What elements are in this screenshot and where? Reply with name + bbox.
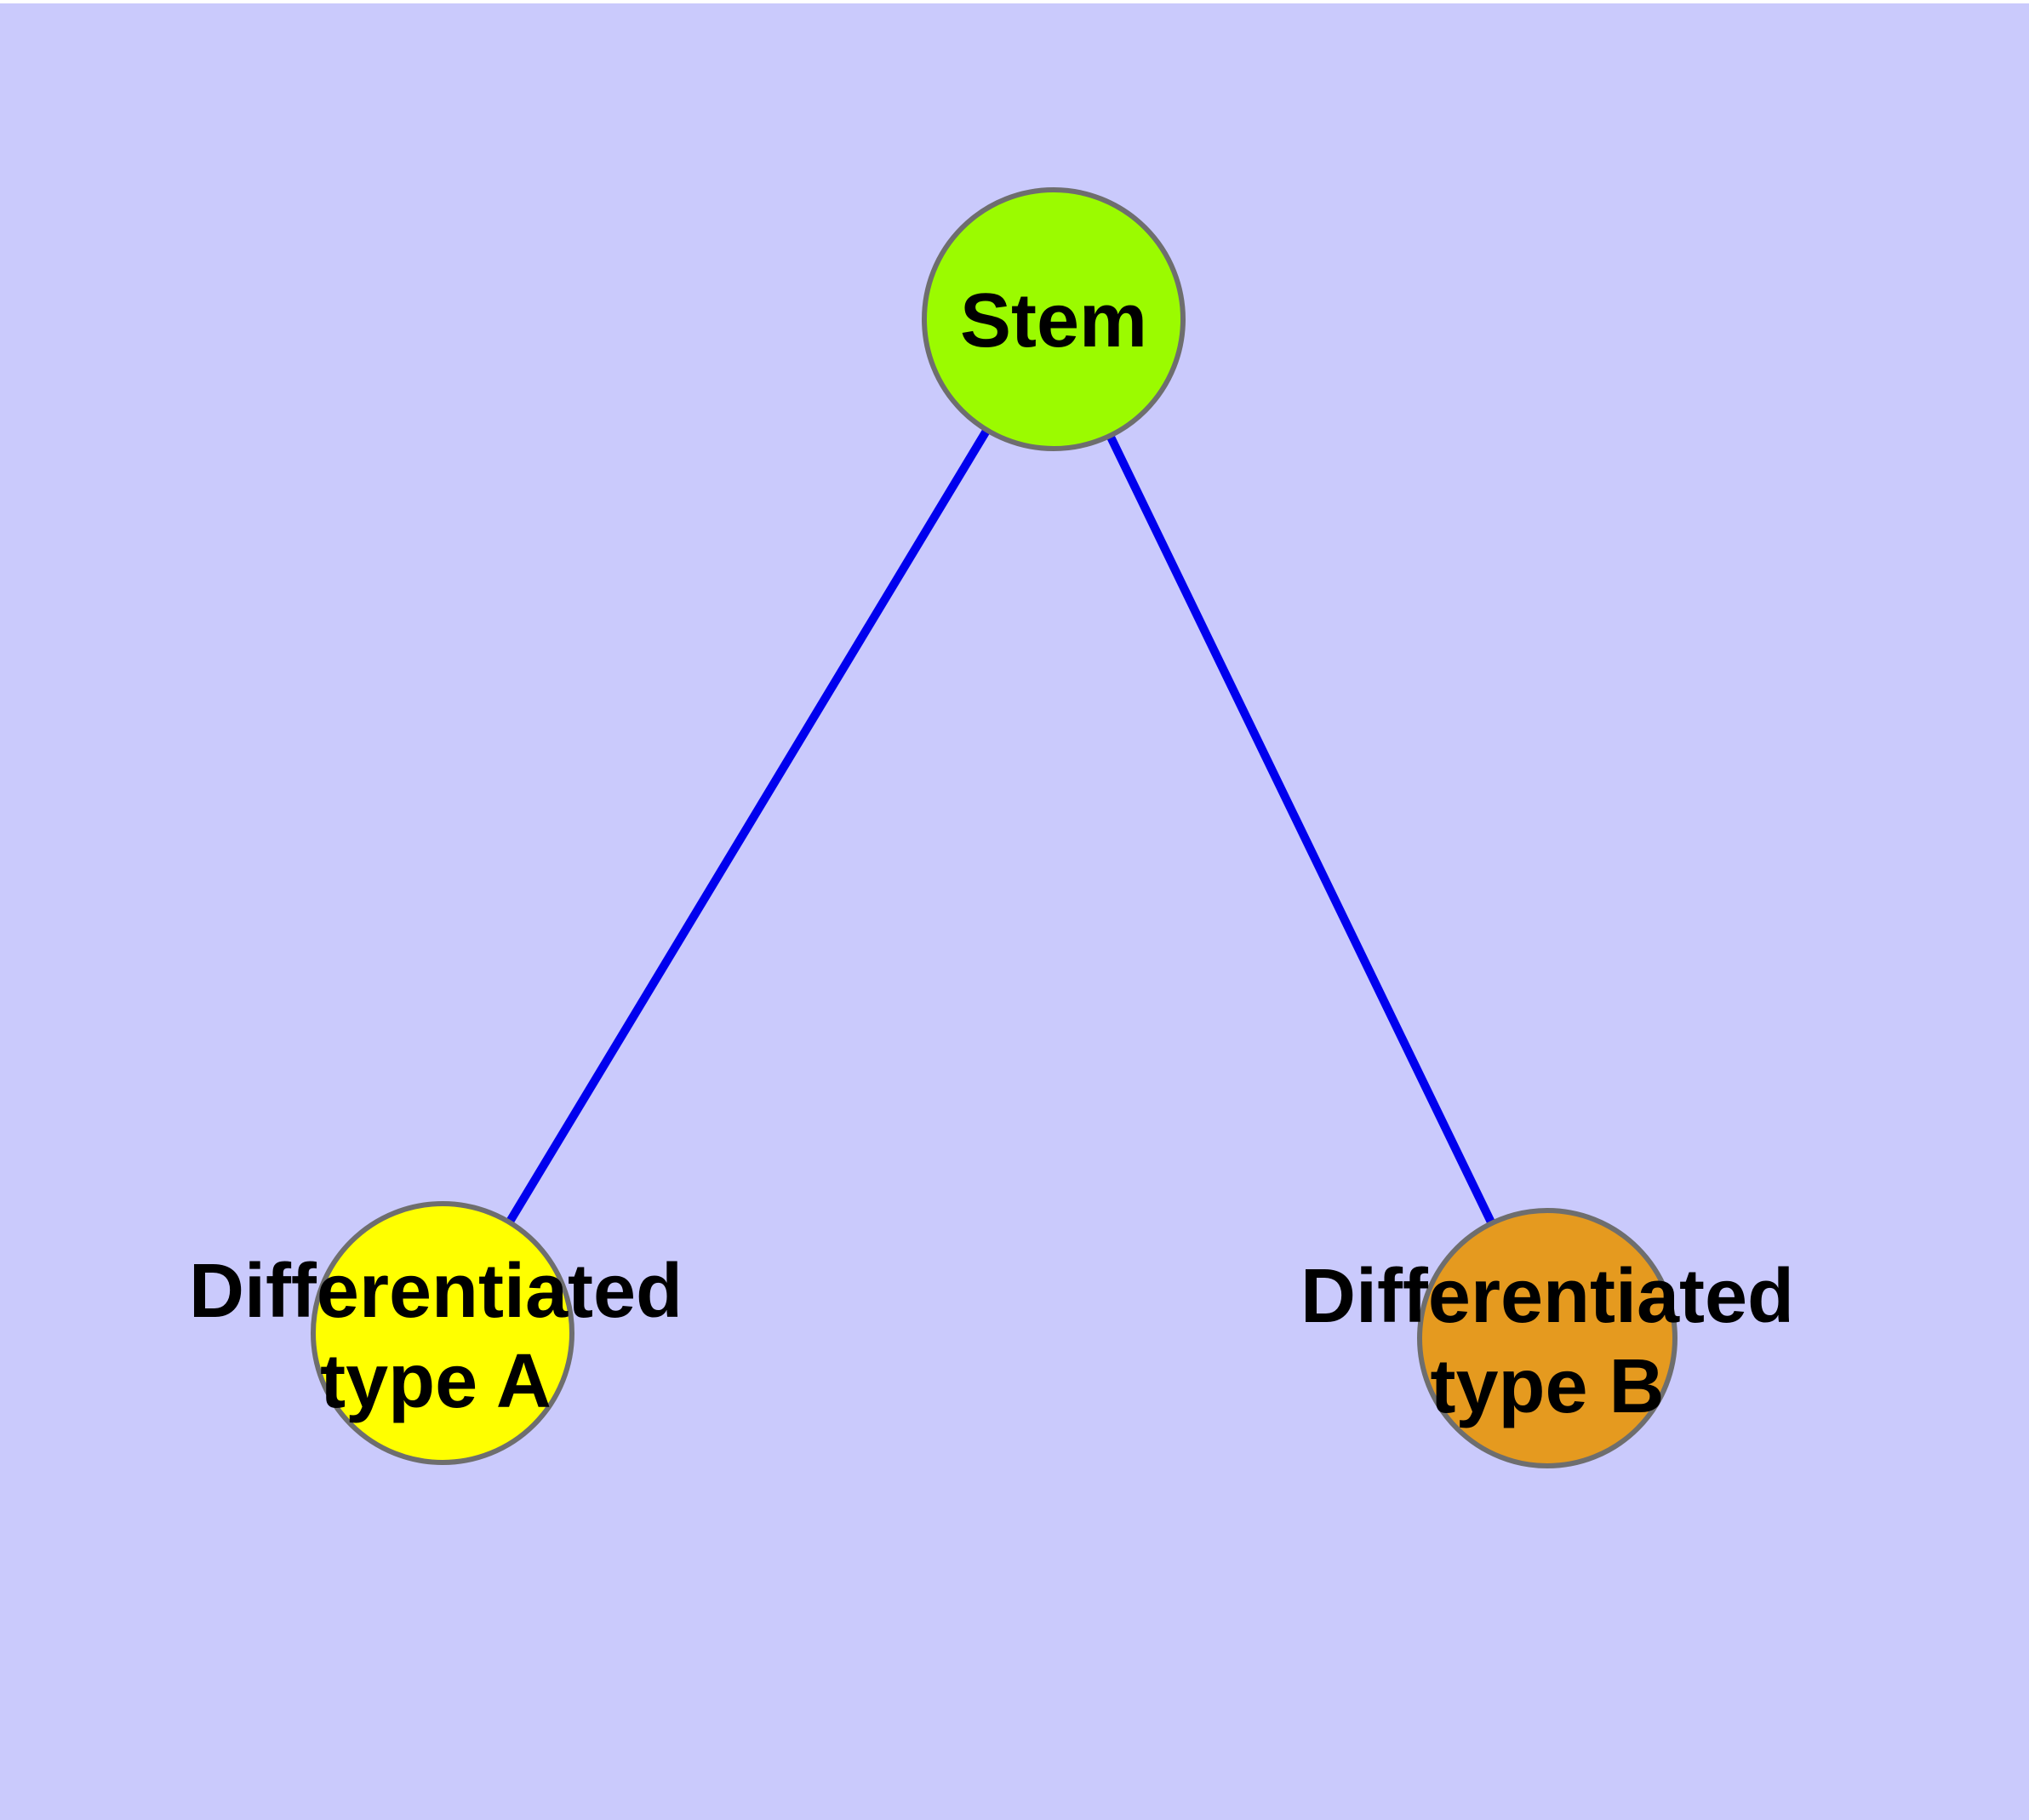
node-type-a-label-line2: type A: [320, 1339, 552, 1424]
node-stem: [922, 187, 1186, 451]
node-differentiated-type-a: [311, 1201, 574, 1465]
node-type-b-label-line2: type B: [1430, 1344, 1664, 1429]
node-stem-label: Stem: [960, 278, 1147, 363]
node-type-a-label-line1: Differentiated: [189, 1249, 683, 1334]
edge-stem-to-type-b: [1049, 317, 1552, 1341]
node-differentiated-type-b: [1417, 1208, 1677, 1468]
node-type-b-label-line1: Differentiated: [1300, 1254, 1794, 1339]
edge-stem-to-type-a: [438, 317, 1058, 1336]
